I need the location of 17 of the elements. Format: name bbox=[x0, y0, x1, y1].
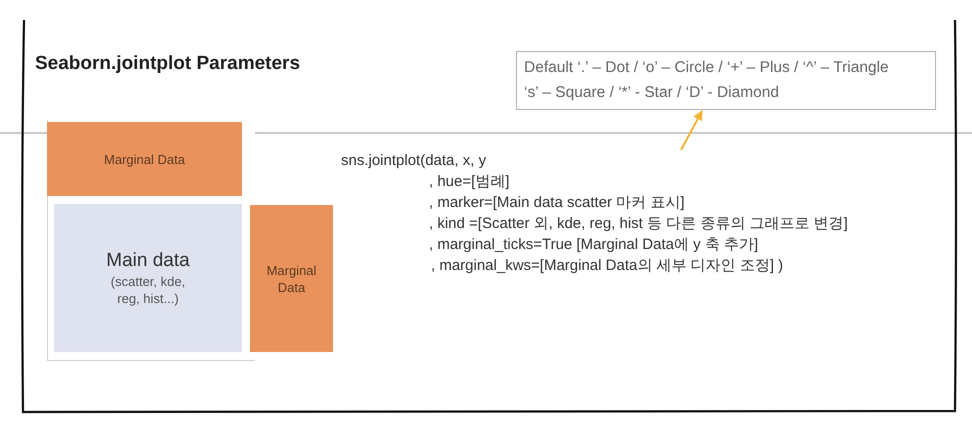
code-line: , marginal_ticks=True [Marginal Data에 y 축 추가] bbox=[428, 235, 760, 255]
marginal-plot-area bbox=[250, 205, 333, 352]
slide-title: Seaborn.jointplot Parameters bbox=[35, 53, 300, 75]
arrow bbox=[680, 110, 703, 150]
area-label: Marginal Data bbox=[266, 262, 318, 296]
area-label: Marginal Data bbox=[104, 150, 185, 168]
code-line: , marker=[Main data scatter 마커 표시] bbox=[428, 193, 686, 213]
code-line: sns.jointplot(data, x, y bbox=[341, 151, 488, 171]
main-plot-area bbox=[54, 204, 242, 352]
note-box bbox=[516, 51, 936, 110]
code-line: , marginal_kws=[Marginal Data의 세부 디자인 조정] ) bbox=[430, 256, 784, 276]
code-line: , hue=[범례] bbox=[428, 172, 510, 192]
code-line: , kind =[Scatter 외, kde, reg, hist 등 다른 종류의 그래프로 변경] bbox=[428, 214, 848, 234]
marker-list-text: Default ‘.’ – Dot / ‘o’ – Circle / ‘+’ – Plus / ‘^’ – Triangle ‘s’ – Square / ‘*’ - Star / ‘D’ - Diamond bbox=[524, 58, 890, 103]
plot-title: Main data bbox=[106, 249, 190, 273]
plot-subtitle: (scatter, kde, reg, hist...) bbox=[110, 273, 186, 307]
marginal-plot-area bbox=[47, 122, 242, 196]
